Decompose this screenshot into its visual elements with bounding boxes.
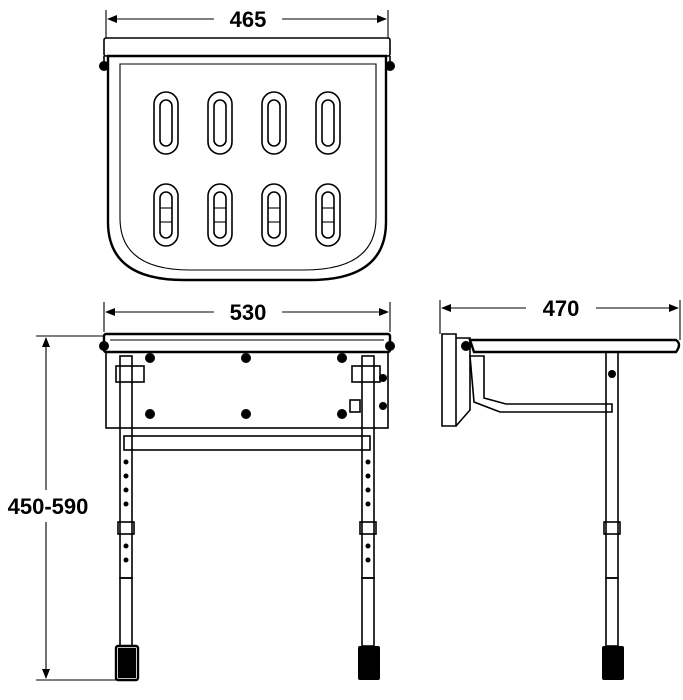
drain-slots-lower	[153, 183, 341, 247]
top-view: 465	[99, 7, 395, 282]
front-view: 530 450-590	[8, 300, 395, 682]
height-dimension: 450-590	[8, 335, 118, 681]
front-right-leg	[358, 355, 380, 680]
top-width-dimension: 465	[105, 7, 389, 38]
height-range-label: 450-590	[8, 494, 89, 519]
top-width-label: 465	[230, 7, 267, 32]
front-width-dimension: 530	[103, 300, 391, 332]
side-depth-label: 470	[543, 296, 580, 321]
side-view: 470	[439, 296, 681, 680]
front-width-label: 530	[230, 300, 267, 325]
seat-top-outline	[106, 54, 388, 282]
side-depth-dimension: 470	[439, 296, 681, 340]
front-left-leg	[114, 355, 140, 682]
drain-slots-upper	[153, 91, 341, 155]
